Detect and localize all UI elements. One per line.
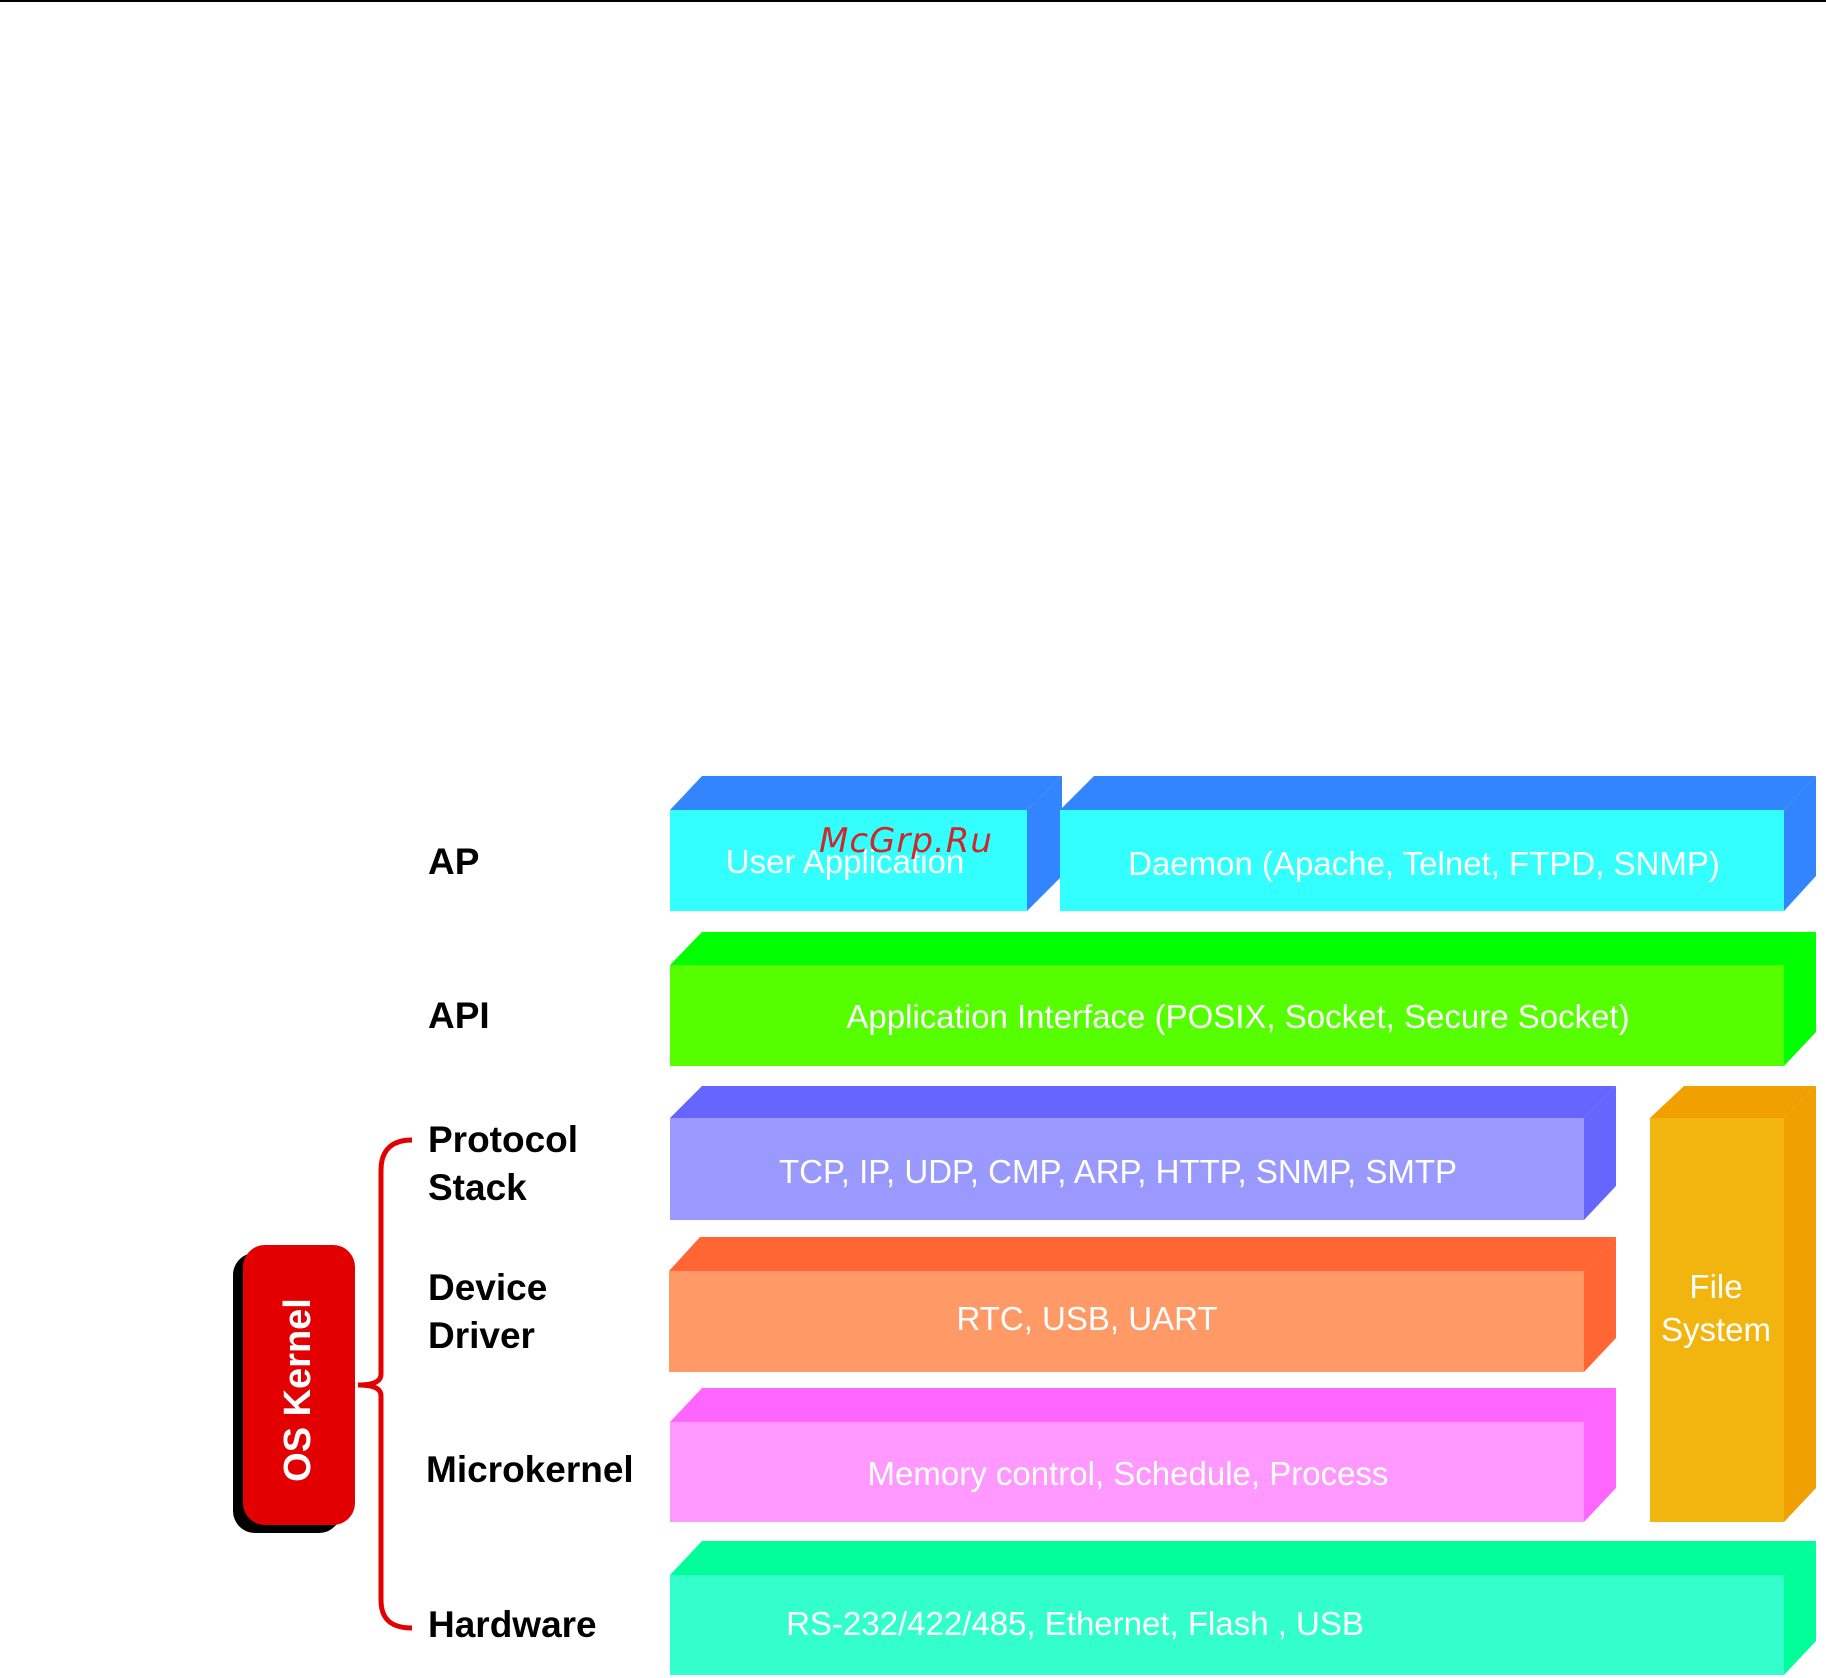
microkernel-block: Memory control, Schedule, Process	[670, 1388, 1616, 1522]
label-ap: AP	[428, 841, 479, 882]
hardware-block: RS-232/422/485, Ethernet, Flash , USB	[670, 1541, 1816, 1675]
kernel-bracket	[357, 1137, 413, 1631]
label-device-driver-line2: Driver	[428, 1315, 535, 1356]
device-driver-side-face	[1584, 1237, 1616, 1372]
api-side-face	[1784, 932, 1816, 1066]
label-protocol-stack-line1: Protocol	[428, 1119, 578, 1160]
protocol-stack-top-face	[670, 1086, 1616, 1118]
os-kernel-badge: OS Kernel	[233, 1245, 355, 1533]
api-block: Application Interface (POSIX, Socket, Se…	[670, 932, 1816, 1066]
microkernel-front-face	[670, 1422, 1584, 1522]
label-device-driver-line1: Device	[428, 1267, 547, 1308]
hardware-text: RS-232/422/485, Ethernet, Flash , USB	[786, 1605, 1364, 1642]
daemon-front-face	[1060, 810, 1784, 911]
user-application-block: User Application	[670, 776, 1062, 911]
os-kernel-badge-body	[243, 1245, 355, 1525]
protocol-stack-side-face	[1584, 1086, 1616, 1220]
application-interface-text: Application Interface (POSIX, Socket, Se…	[846, 998, 1629, 1035]
label-hardware: Hardware	[428, 1604, 597, 1645]
file-system-front-face	[1650, 1118, 1784, 1522]
file-system-text-line1: File	[1689, 1268, 1742, 1305]
device-driver-block: RTC, USB, UART	[669, 1237, 1616, 1372]
api-top-face	[670, 932, 1816, 965]
daemon-top-face	[1060, 776, 1816, 810]
label-microkernel: Microkernel	[426, 1449, 634, 1490]
watermark-text: McGrp.Ru	[819, 821, 993, 861]
hardware-top-face	[670, 1541, 1816, 1575]
protocol-stack-front-face	[670, 1118, 1584, 1220]
user-application-front-face	[670, 810, 1027, 911]
protocols-text: TCP, IP, UDP, CMP, ARP, HTTP, SNMP, SMTP	[779, 1153, 1457, 1190]
file-system-side-face	[1784, 1086, 1816, 1522]
file-system-text-line2: System	[1661, 1311, 1771, 1348]
protocol-stack-block: TCP, IP, UDP, CMP, ARP, HTTP, SNMP, SMTP	[670, 1086, 1616, 1220]
file-system-top-face	[1650, 1086, 1816, 1118]
daemon-side-face	[1784, 776, 1816, 911]
daemon-text: Daemon (Apache, Telnet, FTPD, SNMP)	[1128, 845, 1720, 882]
device-driver-top-face	[669, 1237, 1616, 1271]
hardware-side-face	[1784, 1541, 1816, 1675]
label-protocol-stack-line2: Stack	[428, 1167, 527, 1208]
daemon-block: Daemon (Apache, Telnet, FTPD, SNMP)	[1060, 776, 1816, 911]
os-kernel-text: OS Kernel	[277, 1298, 319, 1482]
hardware-front-face	[670, 1575, 1784, 1675]
microkernel-top-face	[670, 1388, 1616, 1422]
user-application-text: User Application	[726, 843, 964, 880]
drivers-text: RTC, USB, UART	[957, 1300, 1218, 1337]
label-api: API	[428, 995, 490, 1036]
user-application-top-face	[670, 776, 1062, 810]
microkernel-text: Memory control, Schedule, Process	[868, 1455, 1389, 1492]
device-driver-front-face	[669, 1271, 1584, 1372]
file-system-block: File System	[1650, 1086, 1816, 1522]
user-application-side-face	[1027, 776, 1062, 911]
api-front-face	[670, 965, 1784, 1066]
microkernel-side-face	[1584, 1388, 1616, 1522]
